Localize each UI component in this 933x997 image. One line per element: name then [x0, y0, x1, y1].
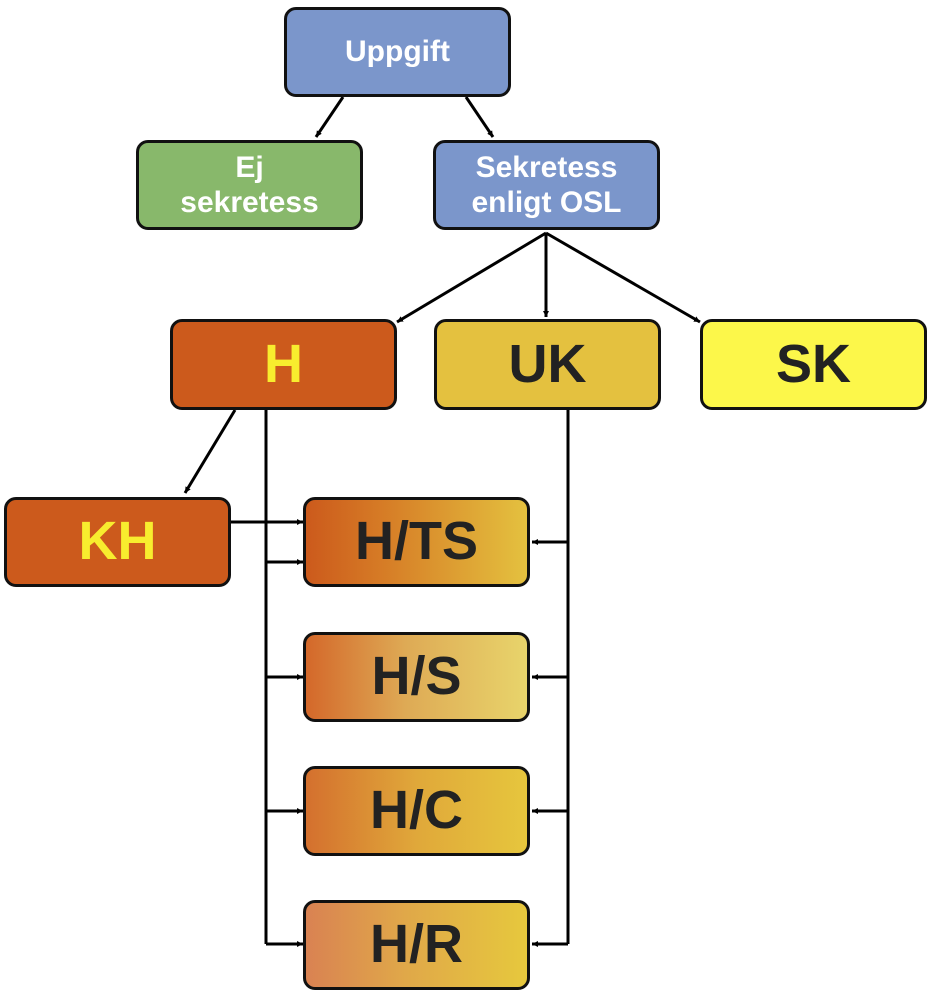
node-ej-sekretess-label-1: Ej: [235, 150, 264, 184]
node-h-label: H: [264, 333, 303, 394]
arrow-sekretess-to-sk: [545, 231, 701, 324]
node-uk: UK: [434, 319, 661, 410]
arrow-uppgift-to-ej-sekretess: [314, 96, 345, 138]
arrow-h-to-kh: [183, 409, 237, 494]
node-uppgift-label: Uppgift: [345, 35, 450, 69]
node-kh: KH: [4, 497, 231, 587]
node-sk: SK: [700, 319, 927, 410]
node-ej-sekretess: Ej sekretess: [136, 140, 363, 230]
node-h-r: H/R: [303, 900, 530, 990]
node-sk-label: SK: [775, 333, 851, 394]
arrow-sekretess-to-h: [396, 231, 547, 324]
node-sekretess-label-1: Sekretess: [475, 150, 618, 184]
node-sekretess-enligt-osl: Sekretess enligt OSL: [433, 140, 660, 230]
node-ej-sekretess-label-2: sekretess: [180, 186, 319, 219]
node-uppgift: Uppgift: [284, 7, 511, 97]
node-h-s-label: H/S: [371, 646, 462, 707]
node-h-ts: H/TS: [303, 497, 530, 587]
node-h-ts-label: H/TS: [354, 511, 478, 572]
node-uk-label: UK: [508, 333, 587, 394]
node-sekretess-label-2: enligt OSL: [471, 186, 622, 219]
node-kh-label: KH: [78, 511, 157, 572]
node-h-c: H/C: [303, 766, 530, 856]
node-h: H: [170, 319, 397, 410]
node-h-c-label: H/C: [370, 780, 463, 841]
node-h-r-label: H/R: [370, 914, 463, 975]
node-h-s: H/S: [303, 632, 530, 722]
arrow-uppgift-to-sekretess: [464, 96, 495, 138]
